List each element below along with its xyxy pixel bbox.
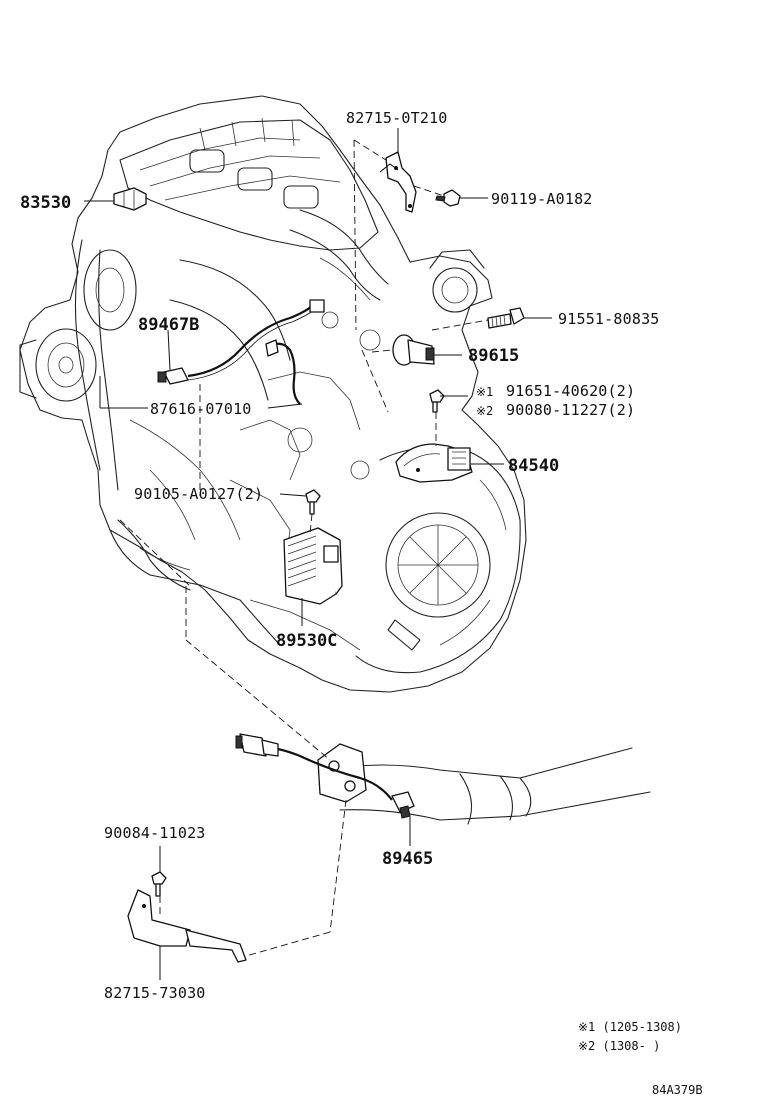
footnote-2: ※2 (1308- ) (578, 1039, 660, 1053)
leader-lines (84, 128, 552, 980)
part-90084-11023-bolt (151, 871, 167, 897)
label-89467B: 89467B (138, 315, 199, 335)
label-82715-73030: 82715-73030 (104, 984, 206, 1002)
part-83530-switch (113, 187, 147, 211)
part-90119-A0182-bolt (435, 189, 461, 207)
label-90105-A0127: 90105-A0127(2) (134, 485, 263, 503)
label-82715-0T210: 82715-0T210 (346, 109, 448, 127)
part-82715-73030-bracket (127, 889, 247, 963)
label-89615: 89615 (468, 346, 519, 366)
marker-1: ※1 (476, 385, 493, 399)
marker-2: ※2 (476, 404, 493, 418)
label-90080-11227: 90080-11227(2) (506, 401, 635, 419)
part-89465-oxygen-sensor (235, 733, 651, 825)
part-89467B-sensor (157, 299, 325, 385)
part-91651-90080-bolt (429, 389, 445, 413)
label-89530C: 89530C (276, 631, 337, 651)
label-90084-11023: 90084-11023 (104, 824, 206, 842)
label-84540: 84540 (508, 456, 559, 476)
part-91551-80835-bolt (487, 307, 525, 329)
part-labels: 82715-0T210 83530 90119-A0182 91551-8083… (20, 109, 660, 1002)
part-89530C-ecu (283, 527, 343, 605)
footnote-1: ※1 (1205-1308) (578, 1020, 682, 1034)
part-90105-A0127-bolt (305, 489, 321, 515)
label-90119-A0182: 90119-A0182 (491, 190, 593, 208)
label-89465: 89465 (382, 849, 433, 869)
part-87616-07010-clamp (265, 339, 301, 405)
label-91551-80835: 91551-80835 (558, 310, 660, 328)
label-91651-40620: 91651-40620(2) (506, 382, 635, 400)
engine-assembly-drawing (19, 95, 527, 693)
diagram-id: 84A379B (652, 1083, 703, 1097)
part-84540-switch (395, 443, 473, 483)
reference-lines (119, 139, 489, 957)
label-87616-07010: 87616-07010 (150, 400, 252, 418)
part-82715-0T210-bracket (379, 151, 417, 213)
footnotes: ※1 (1205-1308) ※2 (1308- ) (578, 1020, 682, 1053)
part-89615-sensor (392, 334, 435, 366)
label-83530: 83530 (20, 193, 71, 213)
